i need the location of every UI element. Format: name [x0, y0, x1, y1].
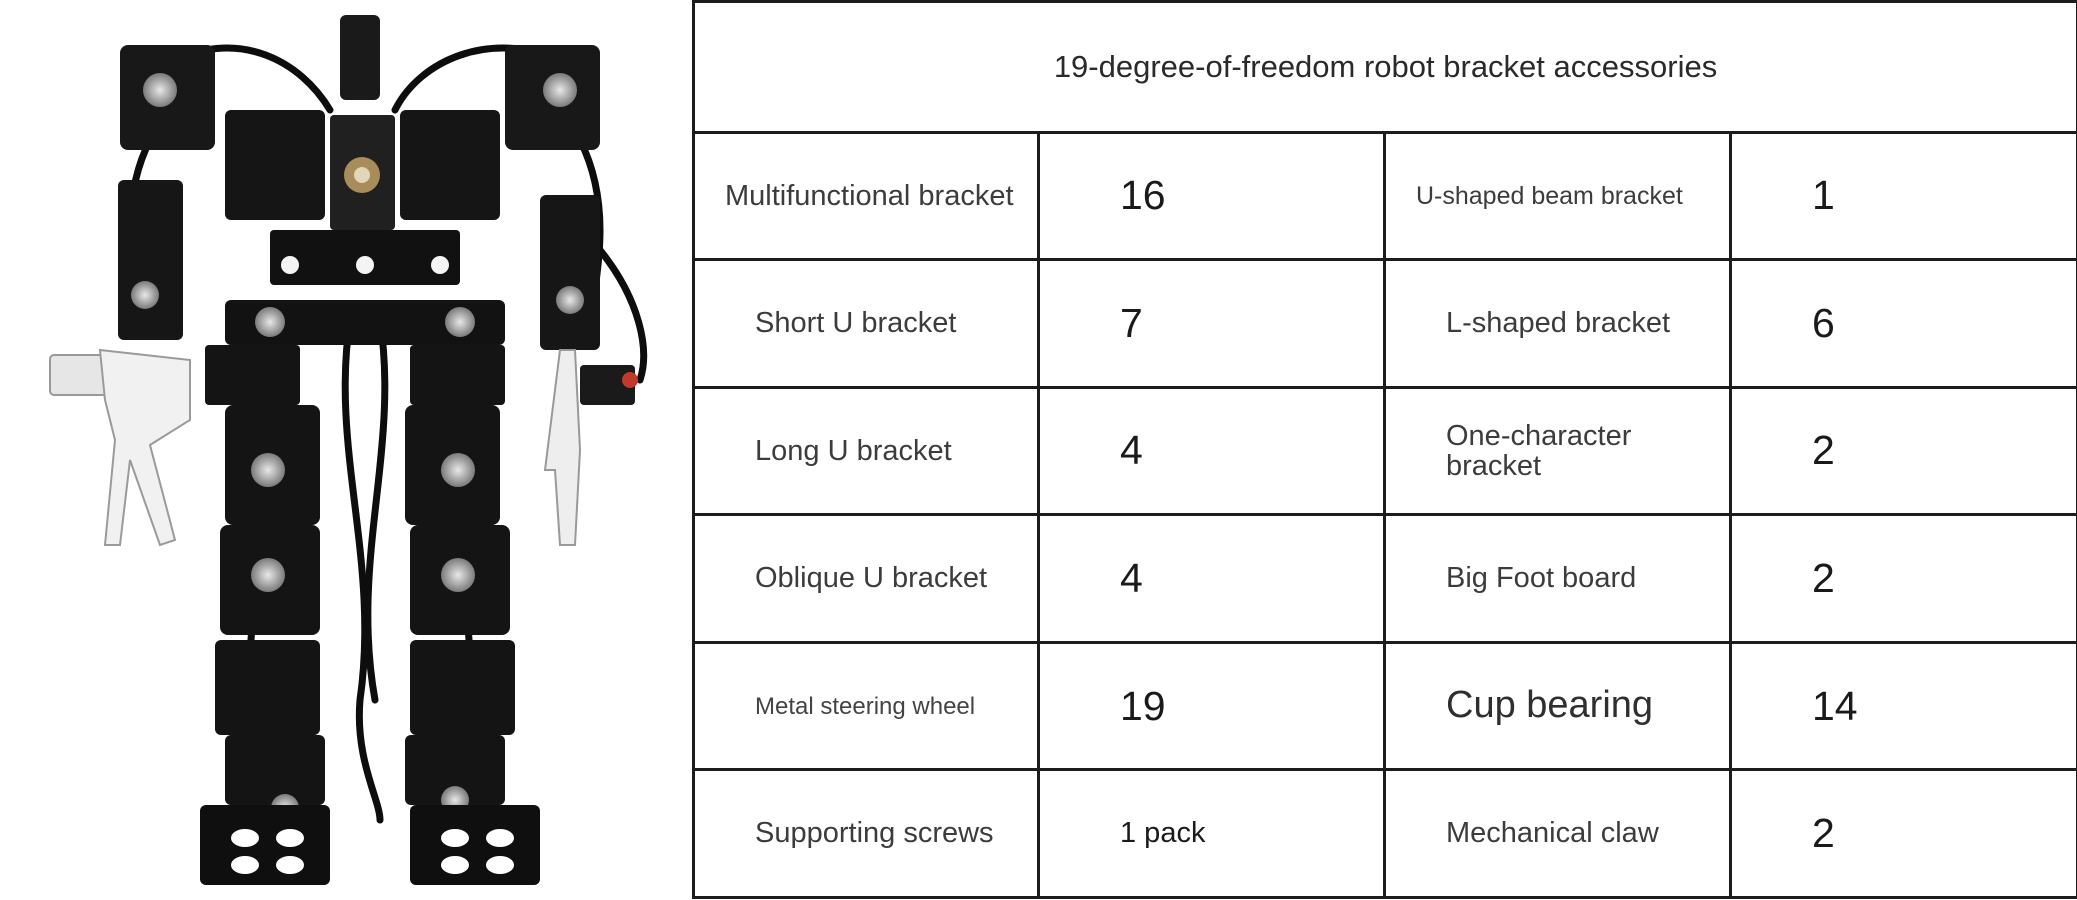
accessory-quantity: 2 [1728, 513, 2077, 644]
accessory-quantity: 19 [1037, 640, 1386, 772]
accessory-quantity: 1 [1728, 130, 2077, 262]
accessory-quantity: 6 [1728, 258, 2077, 389]
accessory-name: L-shaped bracket [1383, 258, 1732, 389]
robot-image [0, 0, 690, 900]
accessory-name: Multifunctional bracket [692, 130, 1040, 262]
table-row: Multifunctional bracket 16 U-shaped beam… [692, 130, 2077, 262]
accessory-quantity: 2 [1728, 768, 2077, 899]
accessory-quantity: 1 pack [1037, 768, 1386, 899]
accessory-name: Mechanical claw [1383, 768, 1732, 899]
table-row: Long U bracket 4 One-character bracket 2 [692, 385, 2077, 517]
accessory-name: One-character bracket [1383, 385, 1732, 517]
accessory-name: Oblique U bracket [692, 513, 1040, 644]
table-row: Short U bracket 7 L-shaped bracket 6 [692, 258, 2077, 389]
humanoid-robot-illustration [49, 15, 648, 885]
accessory-quantity: 16 [1037, 130, 1386, 262]
table-row: Metal steering wheel 19 Cup bearing 14 [692, 640, 2077, 772]
accessory-name: Cup bearing [1383, 640, 1732, 772]
accessory-quantity: 4 [1037, 385, 1386, 517]
accessory-name: Metal steering wheel [692, 640, 1040, 772]
table-title: 19-degree-of-freedom robot bracket acces… [691, 0, 2077, 134]
accessory-name: Supporting screws [692, 768, 1040, 899]
accessory-quantity: 14 [1728, 640, 2077, 772]
accessory-quantity: 2 [1728, 385, 2077, 517]
accessory-name: Short U bracket [692, 258, 1040, 389]
accessory-quantity: 4 [1037, 513, 1386, 644]
accessories-table: 19-degree-of-freedom robot bracket acces… [691, 0, 2077, 899]
accessory-name: Long U bracket [692, 385, 1040, 517]
table-row: Supporting screws 1 pack Mechanical claw… [692, 768, 2077, 899]
accessory-name: U-shaped beam bracket [1383, 130, 1732, 262]
accessory-quantity: 7 [1037, 258, 1386, 389]
table-row: Oblique U bracket 4 Big Foot board 2 [692, 513, 2077, 644]
accessory-name: Big Foot board [1383, 513, 1732, 644]
